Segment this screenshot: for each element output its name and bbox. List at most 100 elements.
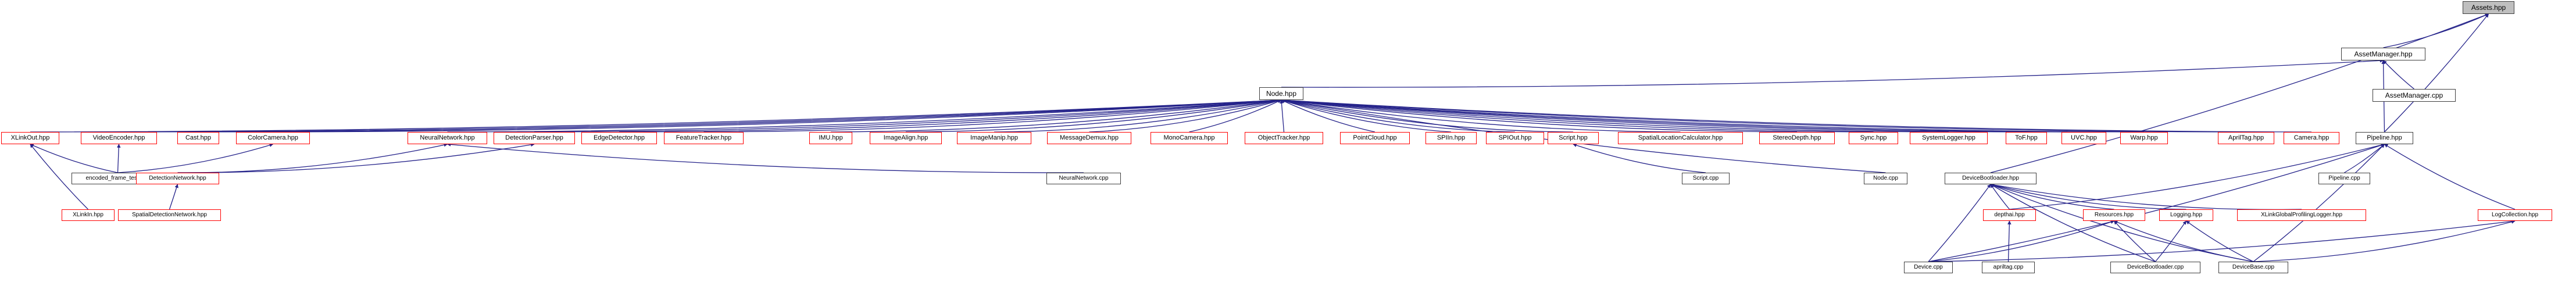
graph-edge — [2384, 13, 2489, 133]
graph-node-devicebootloader-hpp[interactable]: DeviceBootloader.hpp — [1945, 173, 2036, 184]
graph-node-pipeline-hpp[interactable]: Pipeline.hpp — [2356, 132, 2413, 144]
graph-node-resources-hpp[interactable]: Resources.hpp — [2083, 209, 2145, 221]
graph-node-edgedetector-hpp[interactable]: EdgeDetector.hpp — [581, 132, 657, 144]
graph-edge — [2113, 220, 2254, 262]
graph-node-label: Camera.hpp — [2293, 134, 2330, 141]
graph-node-warp-hpp[interactable]: Warp.hpp — [2120, 132, 2168, 144]
graph-node-label: SPIIn.hpp — [1437, 134, 1466, 141]
graph-node-label: DeviceBootloader.cpp — [2127, 264, 2184, 270]
graph-node-label: DeviceBase.cpp — [2232, 264, 2275, 270]
graph-edge — [534, 98, 1282, 133]
graph-node-pointcloud-hpp[interactable]: PointCloud.hpp — [1340, 132, 1410, 144]
graph-node-xlinkout-hpp[interactable]: XLinkOut.hpp — [1, 132, 59, 144]
graph-node-script-cpp[interactable]: Script.cpp — [1682, 173, 1730, 184]
graph-edge — [1281, 98, 2246, 133]
graph-node-detectionparser-hpp[interactable]: DetectionParser.hpp — [494, 132, 575, 144]
graph-node-spatiallocationcalculator-hpp[interactable]: SpatialLocationCalculator.hpp — [1618, 132, 1743, 144]
graph-edge — [117, 144, 121, 173]
graph-edge — [1281, 98, 1949, 133]
graph-node-label: DetectionParser.hpp — [505, 134, 563, 141]
graph-node-uvc-hpp[interactable]: UVC.hpp — [2061, 132, 2106, 144]
graph-node-apriltag-hpp[interactable]: AprilTag.hpp — [2218, 132, 2274, 144]
graph-edge — [994, 99, 1282, 133]
graph-node-messagedemux-hpp[interactable]: MessageDemux.hpp — [1047, 132, 1131, 144]
graph-node-logcollection-hpp[interactable]: LogCollection.hpp — [2478, 209, 2552, 221]
graph-edge — [1990, 184, 2156, 262]
graph-edge — [117, 143, 274, 173]
graph-node-tof-hpp[interactable]: ToF.hpp — [2006, 132, 2047, 144]
graph-node-systemlogger-hpp[interactable]: SystemLogger.hpp — [1910, 132, 1988, 144]
graph-node-label: LogCollection.hpp — [2491, 212, 2539, 218]
graph-node-spiout-hpp[interactable]: SPIOut.hpp — [1486, 132, 1544, 144]
graph-node-label: depthai.hpp — [1994, 212, 2025, 218]
graph-edge — [1281, 99, 1574, 133]
graph-node-label: MonoCamera.hpp — [1163, 134, 1215, 141]
graph-edge — [1990, 183, 2114, 210]
graph-edge — [1189, 99, 1282, 133]
graph-node-label: AssetManager.cpp — [2385, 91, 2443, 99]
graph-edge — [447, 98, 1282, 133]
graph-node-stereodepth-hpp[interactable]: StereoDepth.hpp — [1759, 132, 1835, 144]
graph-edge — [703, 98, 1282, 133]
graph-node-node-hpp[interactable]: Node.hpp — [1259, 87, 1303, 100]
graph-edge — [2007, 220, 2012, 262]
graph-node-imu-hpp[interactable]: IMU.hpp — [809, 132, 852, 144]
graph-node-label: Resources.hpp — [2094, 212, 2134, 218]
graph-node-assets-hpp[interactable]: Assets.hpp — [2463, 1, 2514, 14]
graph-node-colorcamera-hpp[interactable]: ColorCamera.hpp — [236, 132, 310, 144]
graph-edge — [1281, 98, 2084, 133]
graph-node-neuralnetwork-cpp[interactable]: NeuralNetwork.cpp — [1046, 173, 1121, 184]
graph-node-label: EdgeDetector.hpp — [593, 134, 645, 141]
graph-node-label: SPIOut.hpp — [1498, 134, 1532, 141]
graph-node-label: XLinkIn.hpp — [73, 212, 103, 218]
graph-node-device-cpp[interactable]: Device.cpp — [1904, 262, 1953, 273]
graph-node-camera-hpp[interactable]: Camera.hpp — [2284, 132, 2339, 144]
graph-node-label: NeuralNetwork.hpp — [420, 134, 475, 141]
graph-node-label: Warp.hpp — [2130, 134, 2158, 141]
graph-node-apriltag-cpp[interactable]: apriltag.cpp — [1982, 262, 2035, 273]
graph-node-imagealign-hpp[interactable]: ImageAlign.hpp — [870, 132, 942, 144]
graph-node-spatialdetectionnetwork-hpp[interactable]: SpatialDetectionNetwork.hpp — [118, 209, 221, 221]
graph-edge — [1281, 98, 2027, 133]
graph-edge — [1928, 220, 2115, 262]
graph-node-label: Script.hpp — [1559, 134, 1588, 141]
graph-node-xlinkin-hpp[interactable]: XLinkIn.hpp — [62, 209, 115, 221]
graph-node-assetmanager-cpp[interactable]: AssetManager.cpp — [2373, 89, 2456, 102]
graph-node-label: ImageManip.hpp — [970, 134, 1018, 141]
graph-node-spiin-hpp[interactable]: SPIIn.hpp — [1425, 132, 1477, 144]
graph-edge — [2185, 220, 2254, 262]
graph-edge — [1990, 184, 2254, 262]
graph-node-label: SpatialDetectionNetwork.hpp — [132, 212, 207, 218]
graph-edge — [1928, 184, 1991, 262]
graph-node-devicebootloader-cpp[interactable]: DeviceBootloader.cpp — [2110, 262, 2200, 273]
graph-node-label: Pipeline.cpp — [2328, 175, 2360, 181]
graph-edge — [30, 98, 1282, 133]
graph-node-depthai-hpp[interactable]: depthai.hpp — [1983, 209, 2036, 221]
graph-edge — [1990, 184, 2010, 210]
graph-node-detectionnetwork-hpp[interactable]: DetectionNetwork.hpp — [136, 173, 219, 184]
graph-node-xlinkglobalprofilinglogger-hpp[interactable]: XLinkGlobalProfilingLogger.hpp — [2237, 209, 2366, 221]
graph-node-objecttracker-hpp[interactable]: ObjectTracker.hpp — [1245, 132, 1323, 144]
graph-node-sync-hpp[interactable]: Sync.hpp — [1849, 132, 1898, 144]
graph-node-monocamera-hpp[interactable]: MonoCamera.hpp — [1151, 132, 1228, 144]
graph-edge — [198, 98, 1282, 133]
graph-edge — [1928, 143, 2385, 262]
graph-node-imagemanip-hpp[interactable]: ImageManip.hpp — [957, 132, 1031, 144]
graph-node-assetmanager-hpp[interactable]: AssetManager.hpp — [2341, 48, 2425, 60]
graph-node-featuretracker-hpp[interactable]: FeatureTracker.hpp — [664, 132, 744, 144]
graph-node-neuralnetwork-hpp[interactable]: NeuralNetwork.hpp — [408, 132, 487, 144]
graph-node-pipeline-cpp[interactable]: Pipeline.cpp — [2318, 173, 2370, 184]
graph-edge — [30, 144, 118, 173]
graph-node-node-cpp[interactable]: Node.cpp — [1864, 173, 1907, 184]
graph-node-label: StereoDepth.hpp — [1773, 134, 1821, 141]
graph-node-logging-hpp[interactable]: Logging.hpp — [2159, 209, 2213, 221]
graph-node-cast-hpp[interactable]: Cast.hpp — [177, 132, 219, 144]
graph-node-script-hpp[interactable]: Script.hpp — [1548, 132, 1599, 144]
graph-node-label: FeatureTracker.hpp — [676, 134, 732, 141]
graph-edge — [177, 142, 535, 173]
graph-node-videoencoder-hpp[interactable]: VideoEncoder.hpp — [81, 132, 157, 144]
graph-edge — [2344, 144, 2385, 173]
graph-node-devicebase-cpp[interactable]: DeviceBase.cpp — [2218, 262, 2288, 273]
graph-edge — [1990, 183, 2302, 210]
graph-node-label: ToF.hpp — [2015, 134, 2038, 141]
